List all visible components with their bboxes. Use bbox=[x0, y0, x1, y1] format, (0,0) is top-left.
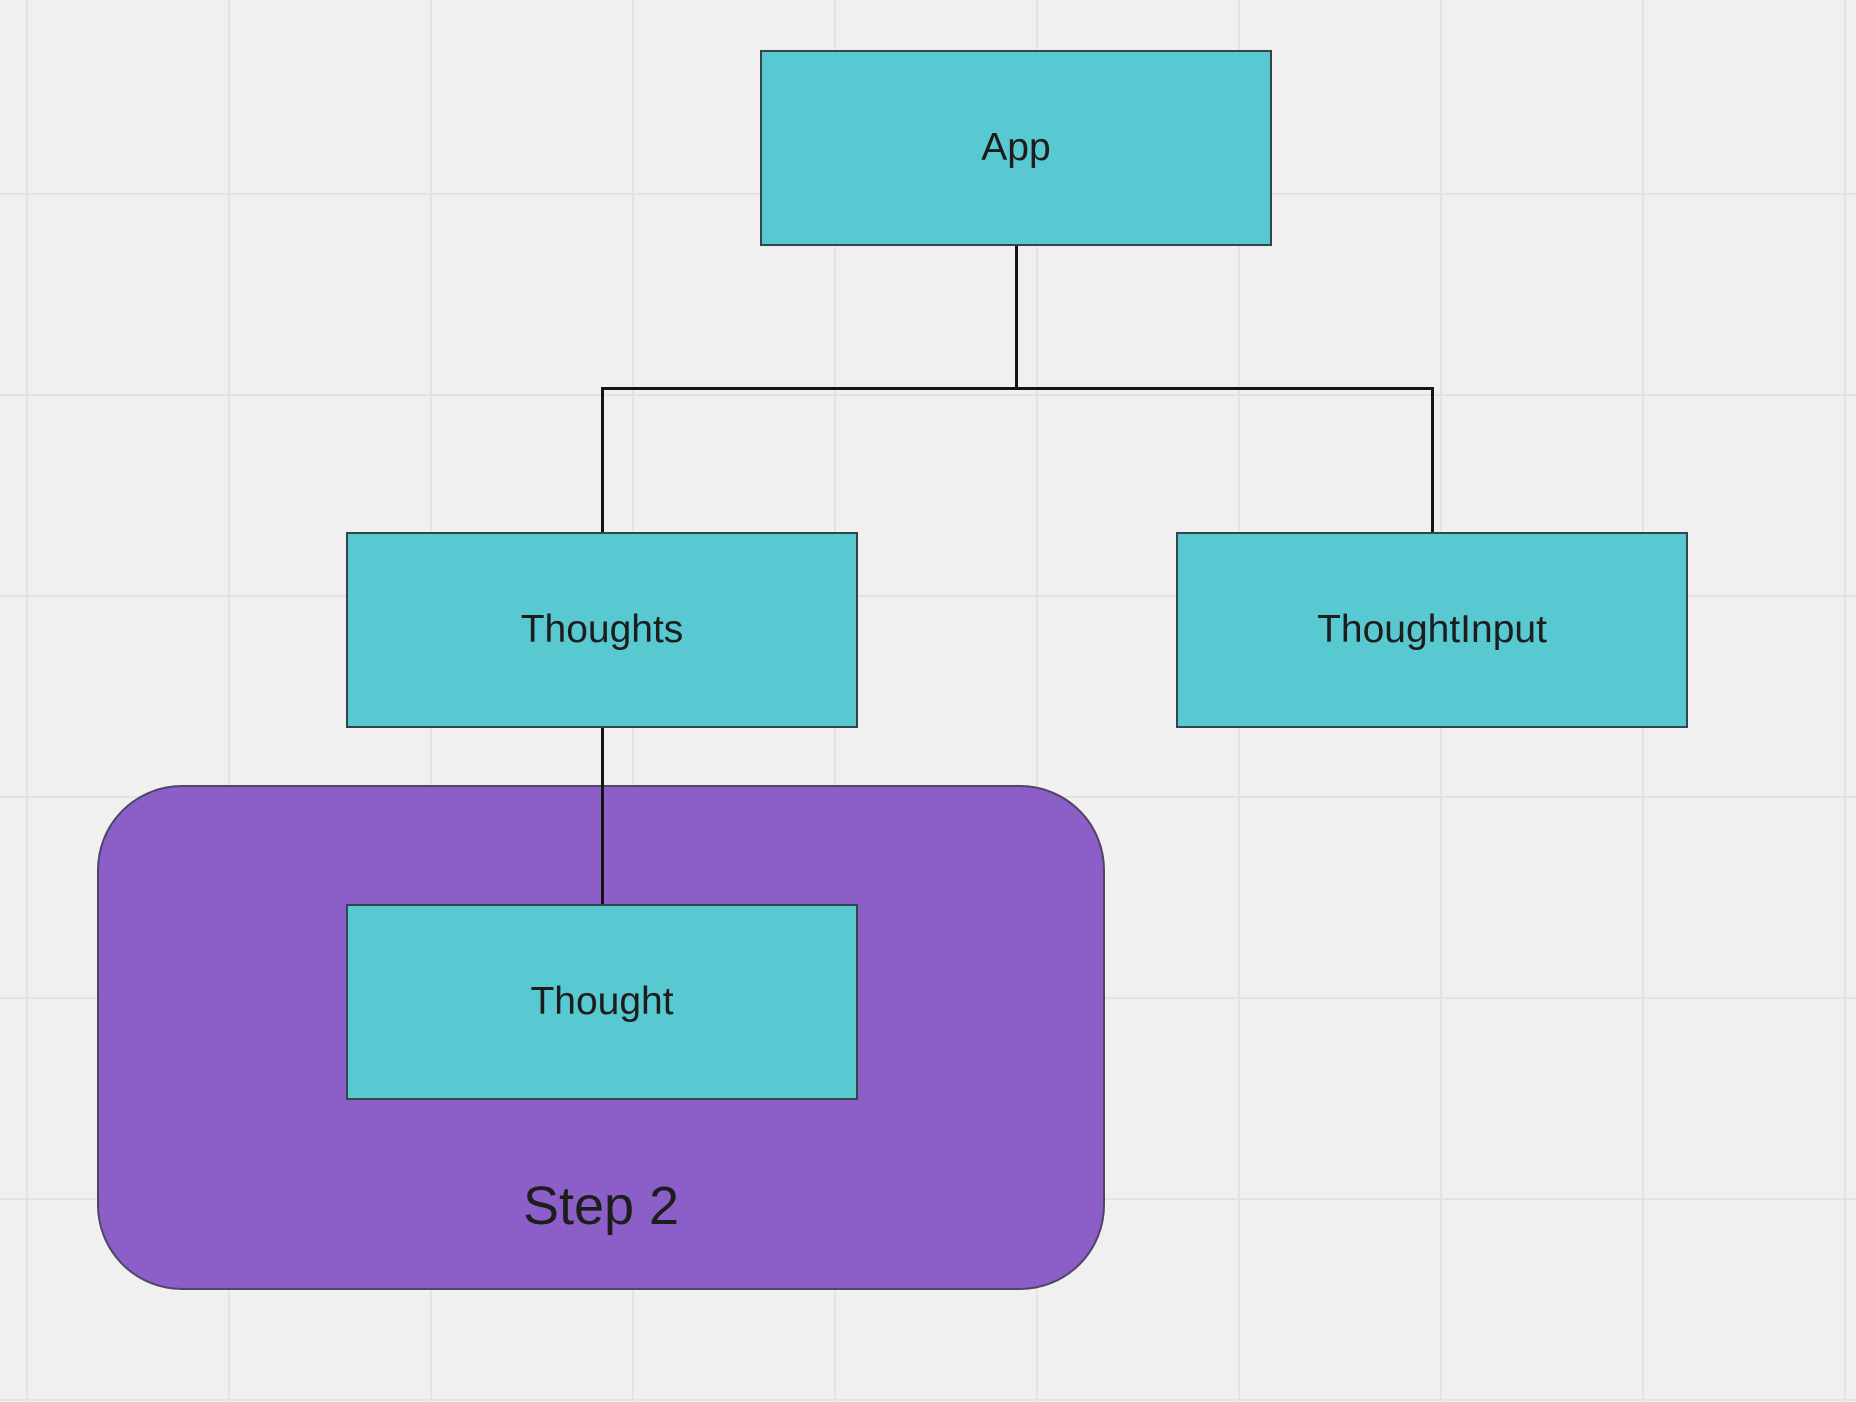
node-thoughts-label: Thoughts bbox=[520, 608, 684, 651]
connector-thoughts-to-thought[interactable] bbox=[601, 727, 604, 905]
node-thoughtinput-label: ThoughtInput bbox=[1317, 608, 1547, 651]
step-2-group-label: Step 2 bbox=[522, 1175, 680, 1236]
connector-split-to-thoughtinput[interactable] bbox=[1431, 387, 1434, 533]
node-thoughts[interactable]: Thoughts bbox=[346, 532, 858, 728]
node-app-label: App bbox=[981, 126, 1051, 169]
connector-split-horizontal[interactable] bbox=[601, 387, 1434, 390]
node-app[interactable]: App bbox=[760, 50, 1272, 246]
node-thought-label: Thought bbox=[530, 980, 674, 1023]
node-thought[interactable]: Thought bbox=[346, 904, 858, 1100]
connector-app-to-split[interactable] bbox=[1015, 246, 1018, 390]
connector-split-to-thoughts[interactable] bbox=[601, 387, 604, 533]
node-thoughtinput[interactable]: ThoughtInput bbox=[1176, 532, 1688, 728]
